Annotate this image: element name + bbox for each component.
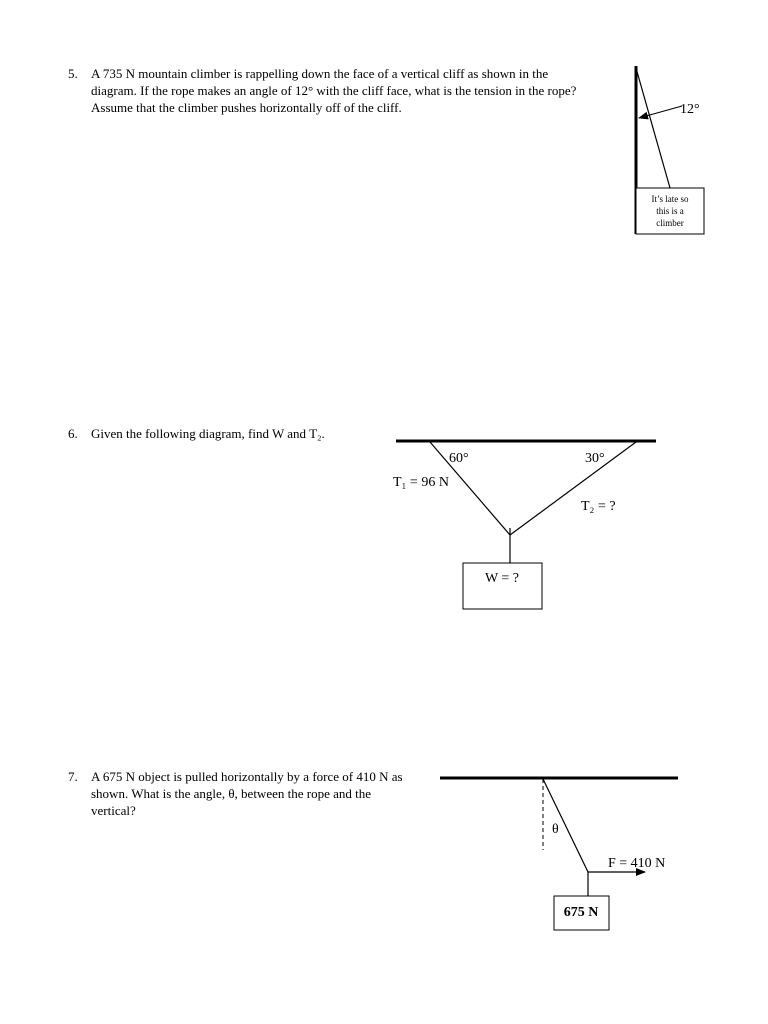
climber-box-line: this is a xyxy=(656,206,684,216)
problem-number: 5. xyxy=(68,66,78,81)
climber-box-line: climber xyxy=(656,218,684,228)
rope-t2 xyxy=(509,441,637,536)
pulled-object-diagram: θ F = 410 N 675 N xyxy=(440,776,678,931)
two-rope-diagram: 60° 30° T₁ = 96 N T₂ = ? W = ? xyxy=(393,439,656,610)
climber-box-line: It’s late so xyxy=(652,194,689,204)
right-angle-label: 30° xyxy=(585,451,605,466)
force-label: F = 410 N xyxy=(608,856,665,871)
climber-diagram: 12° It’s late so this is a climber xyxy=(634,66,705,235)
angle-pointer-arrow xyxy=(638,105,683,120)
t1-label: T₁ = 96 N xyxy=(393,475,449,490)
text-line: Assume that the climber pushes horizonta… xyxy=(91,100,402,115)
problem-text: Given the following diagram, find W and … xyxy=(91,425,325,442)
t2-label: T₂ = ? xyxy=(581,499,616,514)
text-line: A 735 N mountain climber is rappelling d… xyxy=(91,66,549,81)
rope-line xyxy=(542,778,589,873)
rope-line xyxy=(635,67,671,189)
text-line: A 675 N object is pulled horizontally by… xyxy=(91,769,403,784)
angle-label: 12° xyxy=(680,102,700,117)
problem-number: 6. xyxy=(68,426,78,441)
text-line: diagram. If the rope makes an angle of 1… xyxy=(91,83,577,98)
mass-label: 675 N xyxy=(564,905,599,920)
weight-label: W = ? xyxy=(485,571,519,586)
rope-t1 xyxy=(429,441,511,536)
text-line: Given the following diagram, find W and … xyxy=(91,426,325,441)
left-angle-label: 60° xyxy=(449,451,469,466)
text-line: vertical? xyxy=(91,803,136,818)
mass-box xyxy=(553,895,610,931)
problem-text: A 675 N object is pulled horizontally by… xyxy=(91,768,403,819)
text-line: shown. What is the angle, θ, between the… xyxy=(91,786,371,801)
problem-text: A 735 N mountain climber is rappelling d… xyxy=(91,65,576,116)
problem-number: 7. xyxy=(68,769,78,784)
weight-box xyxy=(462,562,543,610)
climber-box xyxy=(635,187,705,235)
theta-label: θ xyxy=(552,822,559,837)
